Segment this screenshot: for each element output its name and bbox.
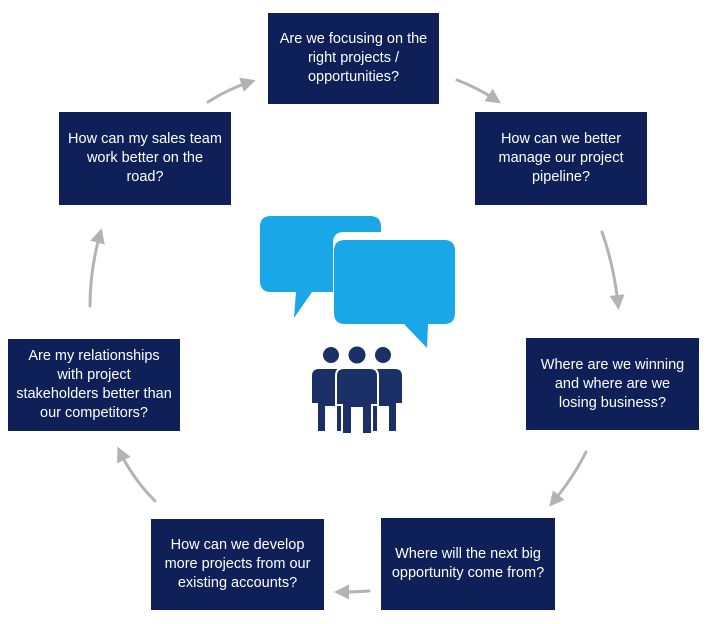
- arrow-pipeline-to-winning: [600, 230, 625, 310]
- question-box-focus: Are we focusing on the right projects / …: [268, 13, 439, 104]
- arrow-focus-to-pipeline: [455, 78, 501, 104]
- question-text-sales-team: How can my sales team work better on the…: [68, 131, 222, 185]
- question-box-sales-team: How can my sales team work better on the…: [59, 112, 231, 205]
- question-box-winning: Where are we winning and where are we lo…: [526, 338, 699, 430]
- arrow-relationships-to-sales: [88, 228, 105, 308]
- arrow-next-to-develop: [334, 584, 371, 600]
- speech-bubbles-icon: [260, 216, 455, 348]
- arrow-sales-to-focus: [206, 77, 256, 104]
- arrow-winning-to-next: [549, 450, 588, 507]
- question-box-pipeline: How can we better manage our project pip…: [475, 112, 647, 205]
- question-text-next-opportunity: Where will the next big opportunity come…: [391, 546, 545, 581]
- question-text-focus: Are we focusing on the right projects / …: [279, 31, 428, 85]
- question-text-develop-accounts: How can we develop more projects from ou…: [164, 537, 311, 591]
- question-box-relationships: Are my relationships with project stakeh…: [8, 339, 180, 431]
- question-text-relationships: Are my relationships with project stakeh…: [16, 348, 172, 421]
- arrow-develop-to-relationships: [117, 446, 157, 503]
- question-box-develop-accounts: How can we develop more projects from ou…: [151, 519, 324, 610]
- people-group-icon: [310, 344, 404, 435]
- question-text-winning: Where are we winning and where are we lo…: [540, 356, 685, 411]
- question-text-pipeline: How can we better manage our project pip…: [498, 131, 624, 185]
- question-box-next-opportunity: Where will the next big opportunity come…: [381, 518, 555, 610]
